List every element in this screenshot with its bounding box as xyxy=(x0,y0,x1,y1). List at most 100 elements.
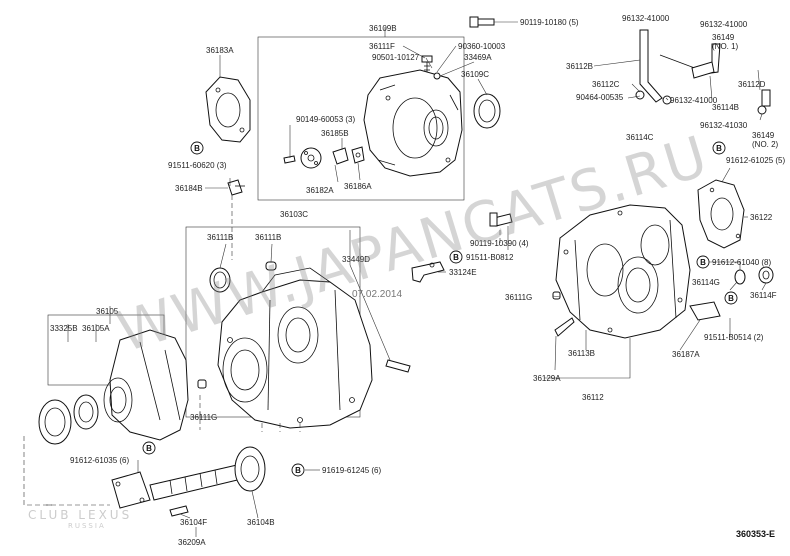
label-36111b: 36111B xyxy=(207,233,233,242)
label-36149-1-no: (NO. 1) xyxy=(712,42,739,51)
bolt-marker-5: B xyxy=(724,291,738,305)
label-36112: 36112 xyxy=(582,393,604,402)
bolt-marker-6: B xyxy=(142,441,156,455)
club-lexus-logo: CLUB LEXUS RUSSIA xyxy=(28,508,132,530)
inset-box xyxy=(257,36,465,201)
breather-hoses xyxy=(635,29,771,115)
label-36186a: 36186A xyxy=(344,182,372,191)
label-91511-b0812: 91511-B0812 xyxy=(466,253,514,262)
label-36111b-b: 36111B xyxy=(255,233,281,242)
label-91612-61040: 91612-61040 (8) xyxy=(712,258,771,267)
label-96132-41000-c: 96132-41000 xyxy=(670,96,718,105)
label-36113b: 36113B xyxy=(568,349,595,358)
svg-text:B: B xyxy=(146,444,152,453)
label-36114b: 36114B xyxy=(712,103,739,112)
label-36114g: 36114G xyxy=(692,278,720,287)
label-36149-2: 36149 xyxy=(752,131,775,140)
shaft-36186a xyxy=(351,146,365,164)
seal-36114g xyxy=(734,269,746,285)
label-90501-10127: 90501-10127 xyxy=(372,53,420,62)
label-36112d: 36112D xyxy=(738,80,766,89)
speedometer-gear-36182a xyxy=(300,147,322,169)
label-90360-10003: 90360-10003 xyxy=(458,42,506,51)
extension-36105a xyxy=(103,329,189,441)
bolt-marker-4: B xyxy=(696,255,710,269)
bolt-90119-10180 xyxy=(469,16,495,28)
plug-33469a xyxy=(433,72,441,80)
rear-case-36112 xyxy=(555,204,691,339)
extension-housing-36109b xyxy=(363,69,463,177)
label-36209a: 36209A xyxy=(178,538,206,547)
diagram-code: 360353-E xyxy=(736,529,775,539)
label-36111g: 36111G xyxy=(505,293,532,302)
date-stamp: 07.02.2014 xyxy=(352,289,402,300)
bolt-90119-10390 xyxy=(489,212,513,227)
bolt-marker-1: B xyxy=(190,141,204,155)
label-36109c: 36109C xyxy=(461,70,489,79)
label-33325b: 33325B xyxy=(50,324,78,333)
screw-36184b xyxy=(227,179,245,196)
breather-36111f xyxy=(421,55,433,72)
label-36112c: 36112C xyxy=(592,80,620,89)
label-36182a: 36182A xyxy=(306,186,334,195)
leader-lines xyxy=(46,21,767,537)
label-96132-41000-a: 96132-41000 xyxy=(622,14,670,23)
label-90149-60053: 90149-60053 (3) xyxy=(296,115,355,124)
svg-text:B: B xyxy=(194,144,200,153)
label-36105: 36105 xyxy=(96,307,119,316)
label-36103c: 36103C xyxy=(280,210,308,219)
label-36104b: 36104B xyxy=(247,518,275,527)
lever-33124e xyxy=(411,261,445,283)
cover-36122 xyxy=(697,179,745,249)
label-36111f: 36111F xyxy=(369,42,395,51)
svg-text:B: B xyxy=(295,466,301,475)
plate-33449d xyxy=(385,359,411,373)
tube-36129a xyxy=(554,317,575,337)
sleeve-36185b xyxy=(332,147,349,165)
label-91619-61245: 91619-61245 (6) xyxy=(322,466,381,475)
label-36183a: 36183A xyxy=(206,46,234,55)
label-36129a: 36129A xyxy=(533,374,561,383)
label-36185b: 36185B xyxy=(321,129,349,138)
label-96132-41000-b: 96132-41000 xyxy=(700,20,748,29)
bolt-marker-2: B xyxy=(712,141,726,155)
bracket-36187a xyxy=(689,301,721,321)
label-36109b: 36109B xyxy=(369,24,397,33)
bolt-marker-3: B xyxy=(449,250,463,264)
bolt-90149 xyxy=(283,155,296,164)
oil-seal-36109c xyxy=(473,93,501,129)
seal-36104b xyxy=(234,446,266,492)
label-33469a: 33469A xyxy=(464,53,492,62)
label-36104f: 36104F xyxy=(180,518,207,527)
bearing-36105a xyxy=(73,394,99,430)
sleeve-36114f xyxy=(758,266,774,284)
label-36112b: 36112B xyxy=(566,62,593,71)
pin-36111g xyxy=(197,379,207,389)
svg-text:B: B xyxy=(453,253,459,262)
label-91612-61035: 91612-61035 (6) xyxy=(70,456,129,465)
label-36187a: 36187A xyxy=(672,350,700,359)
label-36105a: 36105A xyxy=(82,324,110,333)
label-36149-2-no: (NO. 2) xyxy=(752,140,779,149)
seal-33325b xyxy=(38,399,72,445)
front-case-36103c xyxy=(217,267,373,429)
label-96132-41030: 96132-41030 xyxy=(700,121,748,130)
label-90119-10390: 90119-10390 (4) xyxy=(470,239,529,248)
part-labels: 36109B 90119-10180 (5) 96132-41000 96132… xyxy=(50,14,785,547)
svg-text:RUSSIA: RUSSIA xyxy=(68,522,106,530)
label-91511-b0514: 91511-B0514 (2) xyxy=(704,333,764,342)
label-91612-61025: 91612-61025 (5) xyxy=(726,156,785,165)
svg-text:B: B xyxy=(728,294,734,303)
label-90464-00535: 90464-00535 xyxy=(576,93,624,102)
svg-text:CLUB LEXUS: CLUB LEXUS xyxy=(28,508,132,522)
label-90119-10180: 90119-10180 (5) xyxy=(520,18,579,27)
output-shaft-36209a xyxy=(111,461,255,509)
label-36149-1: 36149 xyxy=(712,33,735,42)
label-36122: 36122 xyxy=(750,213,773,222)
bolt-36104f xyxy=(169,505,189,517)
svg-text:B: B xyxy=(700,258,706,267)
svg-text:B: B xyxy=(716,144,722,153)
bolt-marker-7: B xyxy=(291,463,305,477)
plate-36183a xyxy=(205,76,251,143)
